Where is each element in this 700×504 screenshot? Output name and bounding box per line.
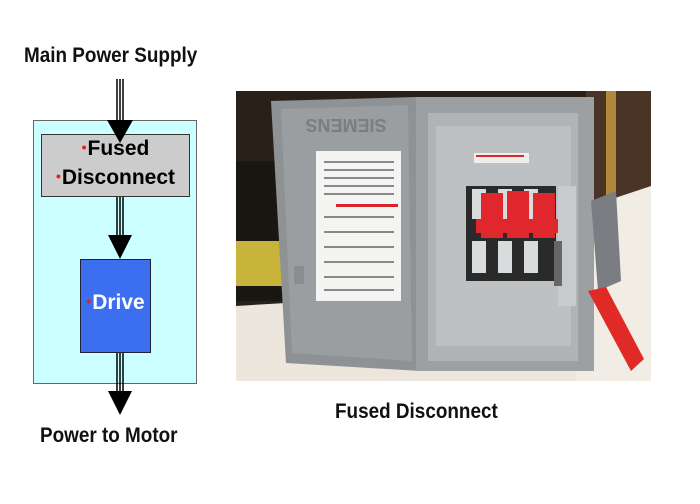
drive-line: •Drive xyxy=(81,291,150,315)
arrow-drive-to-motor xyxy=(108,353,132,415)
bullet-icon: • xyxy=(86,293,92,309)
arrow-fused-to-drive xyxy=(108,197,132,259)
drive-box: •Drive xyxy=(80,259,151,353)
drive-text: Drive xyxy=(92,291,145,314)
disconnect-text: Disconnect xyxy=(61,166,176,189)
fused-disconnect-photo: SIEMENS xyxy=(236,91,651,381)
fused-text: Fused xyxy=(87,137,150,160)
bullet-icon: • xyxy=(55,168,61,184)
disconnect-line: •Disconnect xyxy=(42,166,189,190)
arrow-supply-to-fused xyxy=(107,79,133,143)
photo-caption: Fused Disconnect xyxy=(335,400,498,423)
fused-disconnect-box: •Fused •Disconnect xyxy=(41,134,190,197)
disconnect-illustration: SIEMENS xyxy=(236,91,651,381)
fused-line: •Fused xyxy=(42,137,189,161)
main-power-supply-label: Main Power Supply xyxy=(24,44,198,67)
bullet-icon: • xyxy=(81,139,87,155)
power-to-motor-label: Power to Motor xyxy=(40,424,178,447)
door-brand-text: SIEMENS xyxy=(305,115,386,135)
